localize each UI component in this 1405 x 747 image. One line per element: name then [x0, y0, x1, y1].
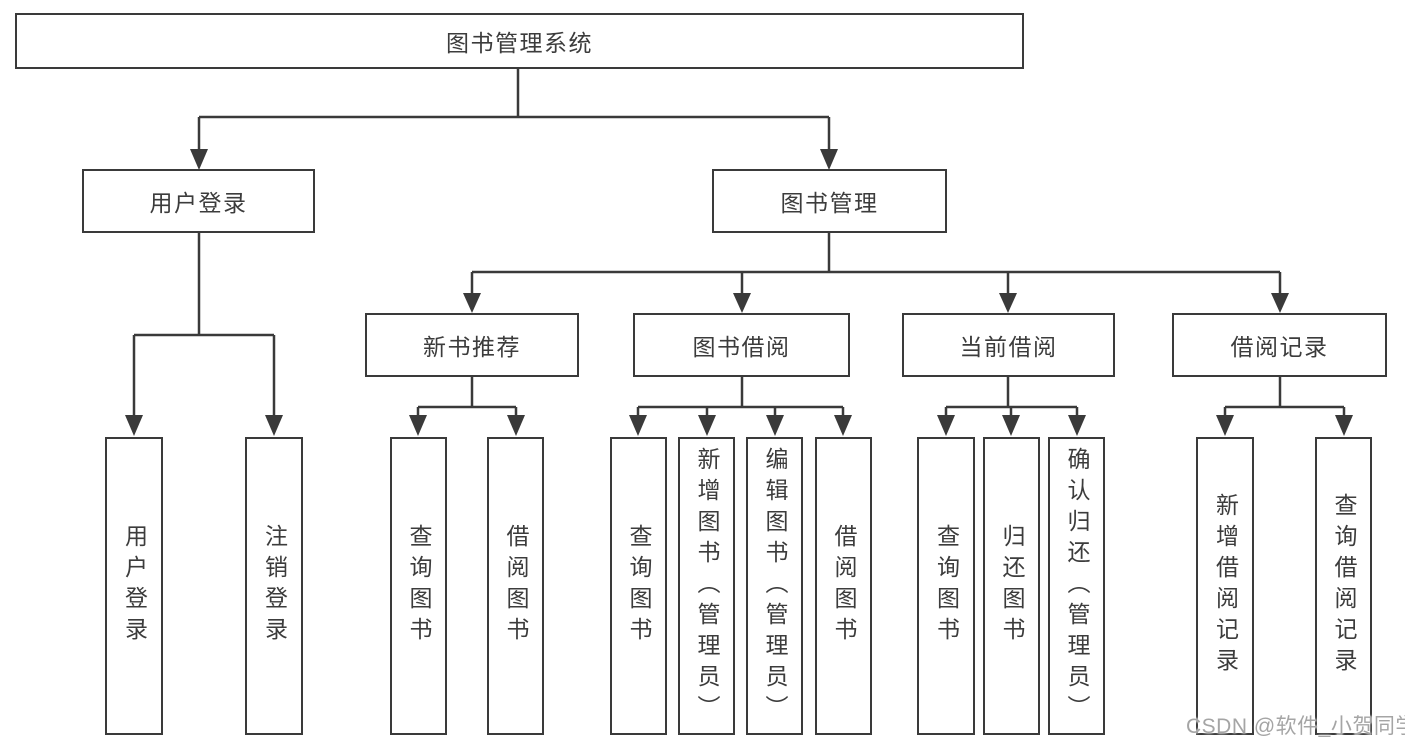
leaf-return-book: 归还图书	[983, 437, 1040, 735]
connector-root	[190, 69, 838, 170]
connector-user-login	[125, 233, 283, 436]
connector-book-management	[463, 233, 1289, 313]
leaf-query-book-1: 查询图书	[390, 437, 447, 735]
arrowhead	[999, 293, 1017, 313]
leaf-borrow-book-1: 借阅图书	[487, 437, 544, 735]
node-label: 图书借阅	[692, 334, 791, 360]
leaf-borrow-book-2: 借阅图书	[815, 437, 872, 735]
node-label: 借阅记录	[1230, 334, 1329, 360]
node-label: 新增图书（管理员）	[694, 446, 720, 726]
arrowhead	[1002, 415, 1020, 436]
node-label: 编辑图书（管理员）	[762, 446, 788, 726]
arrowhead	[629, 415, 647, 436]
arrowhead	[733, 293, 751, 313]
arrowhead	[1216, 415, 1234, 436]
arrowhead	[409, 415, 427, 436]
leaf-add-book-admin: 新增图书（管理员）	[678, 437, 735, 735]
node-label: 借阅图书	[831, 524, 857, 648]
node-current-borrow: 当前借阅	[902, 313, 1115, 377]
leaf-logout: 注销登录	[245, 437, 303, 735]
connector-current-borrow	[937, 377, 1086, 436]
node-label: 用户登录	[149, 190, 248, 216]
node-label: 确认归还（管理员）	[1064, 446, 1090, 726]
node-label: 注销登录	[261, 524, 288, 648]
node-label: 查询借阅记录	[1331, 493, 1357, 679]
node-label: 归还图书	[999, 524, 1025, 648]
node-label: 查询图书	[626, 524, 652, 648]
arrowhead	[1335, 415, 1353, 436]
node-label: 当前借阅	[959, 334, 1058, 360]
node-label: 图书管理	[780, 190, 879, 216]
node-label: 查询图书	[933, 524, 960, 648]
arrowhead	[1271, 293, 1289, 313]
node-new-book-recommend: 新书推荐	[365, 313, 579, 377]
node-book-management: 图书管理	[712, 169, 947, 233]
arrowhead	[698, 415, 716, 436]
leaf-user-login: 用户登录	[105, 437, 163, 735]
connector-new-book-recommend	[409, 377, 525, 436]
node-borrow-records: 借阅记录	[1172, 313, 1387, 377]
arrowhead	[834, 415, 852, 436]
node-label: 查询图书	[406, 524, 432, 648]
node-label: 借阅图书	[503, 524, 529, 648]
arrowhead	[1068, 415, 1086, 436]
csdn-watermark: CSDN @软件_小贺同学	[1186, 715, 1405, 738]
leaf-query-borrow-record: 查询借阅记录	[1315, 437, 1372, 735]
node-root-library-system: 图书管理系统	[15, 13, 1024, 69]
arrowhead	[820, 149, 838, 170]
leaf-query-book-2: 查询图书	[610, 437, 667, 735]
node-label: 新增借阅记录	[1212, 493, 1239, 679]
arrowhead	[507, 415, 525, 436]
node-label: 用户登录	[121, 524, 148, 648]
arrowhead	[190, 149, 208, 170]
arrowhead	[463, 293, 481, 313]
leaf-query-book-3: 查询图书	[917, 437, 975, 735]
arrowhead	[265, 415, 283, 436]
connector-borrow-records	[1216, 377, 1353, 436]
leaf-confirm-return-admin: 确认归还（管理员）	[1048, 437, 1105, 735]
node-label: 新书推荐	[423, 334, 521, 360]
connector-book-borrow	[629, 377, 852, 436]
arrowhead	[937, 415, 955, 436]
node-user-login: 用户登录	[82, 169, 315, 233]
arrowhead	[125, 415, 143, 436]
leaf-add-borrow-record: 新增借阅记录	[1196, 437, 1254, 735]
node-book-borrow: 图书借阅	[633, 313, 850, 377]
node-label: 图书管理系统	[446, 30, 593, 56]
leaf-edit-book-admin: 编辑图书（管理员）	[746, 437, 803, 735]
arrowhead	[766, 415, 784, 436]
